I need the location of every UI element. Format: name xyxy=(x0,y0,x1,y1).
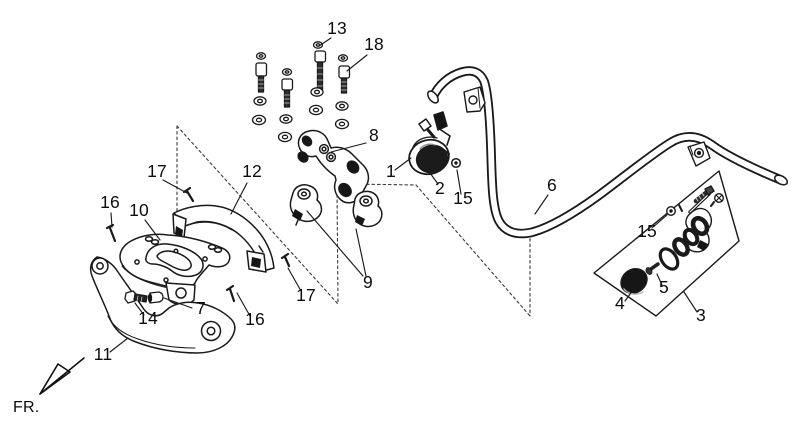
projection-guides xyxy=(176,125,531,317)
part-15-nut-right xyxy=(666,204,683,216)
fastener-cluster xyxy=(251,41,351,143)
part-callout-9: 9 xyxy=(363,272,373,292)
o-ring xyxy=(658,247,680,271)
part-callout-4: 4 xyxy=(615,293,625,313)
part-callout-14: 14 xyxy=(138,308,158,328)
part-callout-6: 6 xyxy=(547,175,557,195)
part-callout-16-left: 16 xyxy=(100,192,120,212)
part-1-2-horn-assembly xyxy=(408,111,462,176)
part-16-screw-right xyxy=(225,284,236,303)
part-11-front-handle-cover xyxy=(89,256,236,354)
clamp-left xyxy=(289,184,323,226)
part-callout-18: 18 xyxy=(364,34,384,54)
part-17-screw-right xyxy=(280,252,291,268)
part-callout-7: 7 xyxy=(196,298,206,318)
part-callout-13: 13 xyxy=(327,18,347,38)
part-callout-2: 2 xyxy=(435,178,445,198)
callout-leader-lines xyxy=(109,37,698,353)
clamp-right xyxy=(352,190,383,228)
horn-terminal xyxy=(433,111,448,131)
part-callout-16-right: 16 xyxy=(245,309,265,329)
callout-labels: 13 18 8 1 2 15 6 15 4 5 3 9 17 16 10 12 … xyxy=(13,18,706,416)
horn-mount-bolt xyxy=(418,118,436,139)
part-9-clamps xyxy=(289,184,383,228)
part-7-cap xyxy=(147,291,164,304)
part-12-rear-cover-garnish xyxy=(172,204,275,273)
handlebar-tab-right xyxy=(687,141,711,167)
part-callout-5: 5 xyxy=(659,277,669,297)
part-callout-15-left: 15 xyxy=(453,188,473,208)
part-callout-12: 12 xyxy=(242,161,262,181)
fr-direction-label: FR. xyxy=(13,399,39,416)
part-callout-17-right: 17 xyxy=(296,285,316,305)
part-10-upper-handle-cover xyxy=(119,233,231,306)
part-14-screw xyxy=(124,290,148,304)
part-callout-8: 8 xyxy=(369,125,379,145)
part-callout-1: 1 xyxy=(386,161,396,181)
part-5-screw xyxy=(645,262,660,275)
handlebar-tab-left xyxy=(463,86,486,113)
part-4-cap xyxy=(620,268,648,295)
part-18-bolt xyxy=(338,65,351,94)
horn-wire xyxy=(437,127,451,146)
part-callout-11: 11 xyxy=(94,344,113,364)
part-6-handlebar xyxy=(427,66,789,239)
part-3-switch-assembly xyxy=(593,170,740,317)
phillips-screw xyxy=(710,192,725,207)
part-callout-17-left: 17 xyxy=(147,161,167,181)
part-callout-10: 10 xyxy=(129,200,149,220)
part-17-screw-left xyxy=(182,186,195,203)
part-callout-15-right: 15 xyxy=(637,221,657,241)
part-16-screw-left xyxy=(105,223,117,243)
fr-direction-arrow xyxy=(39,357,85,395)
part-8-upper-holder-bracket xyxy=(297,129,370,204)
part-callout-3: 3 xyxy=(696,305,706,325)
horn-body xyxy=(408,138,450,176)
part-15-nut-left xyxy=(450,157,462,169)
